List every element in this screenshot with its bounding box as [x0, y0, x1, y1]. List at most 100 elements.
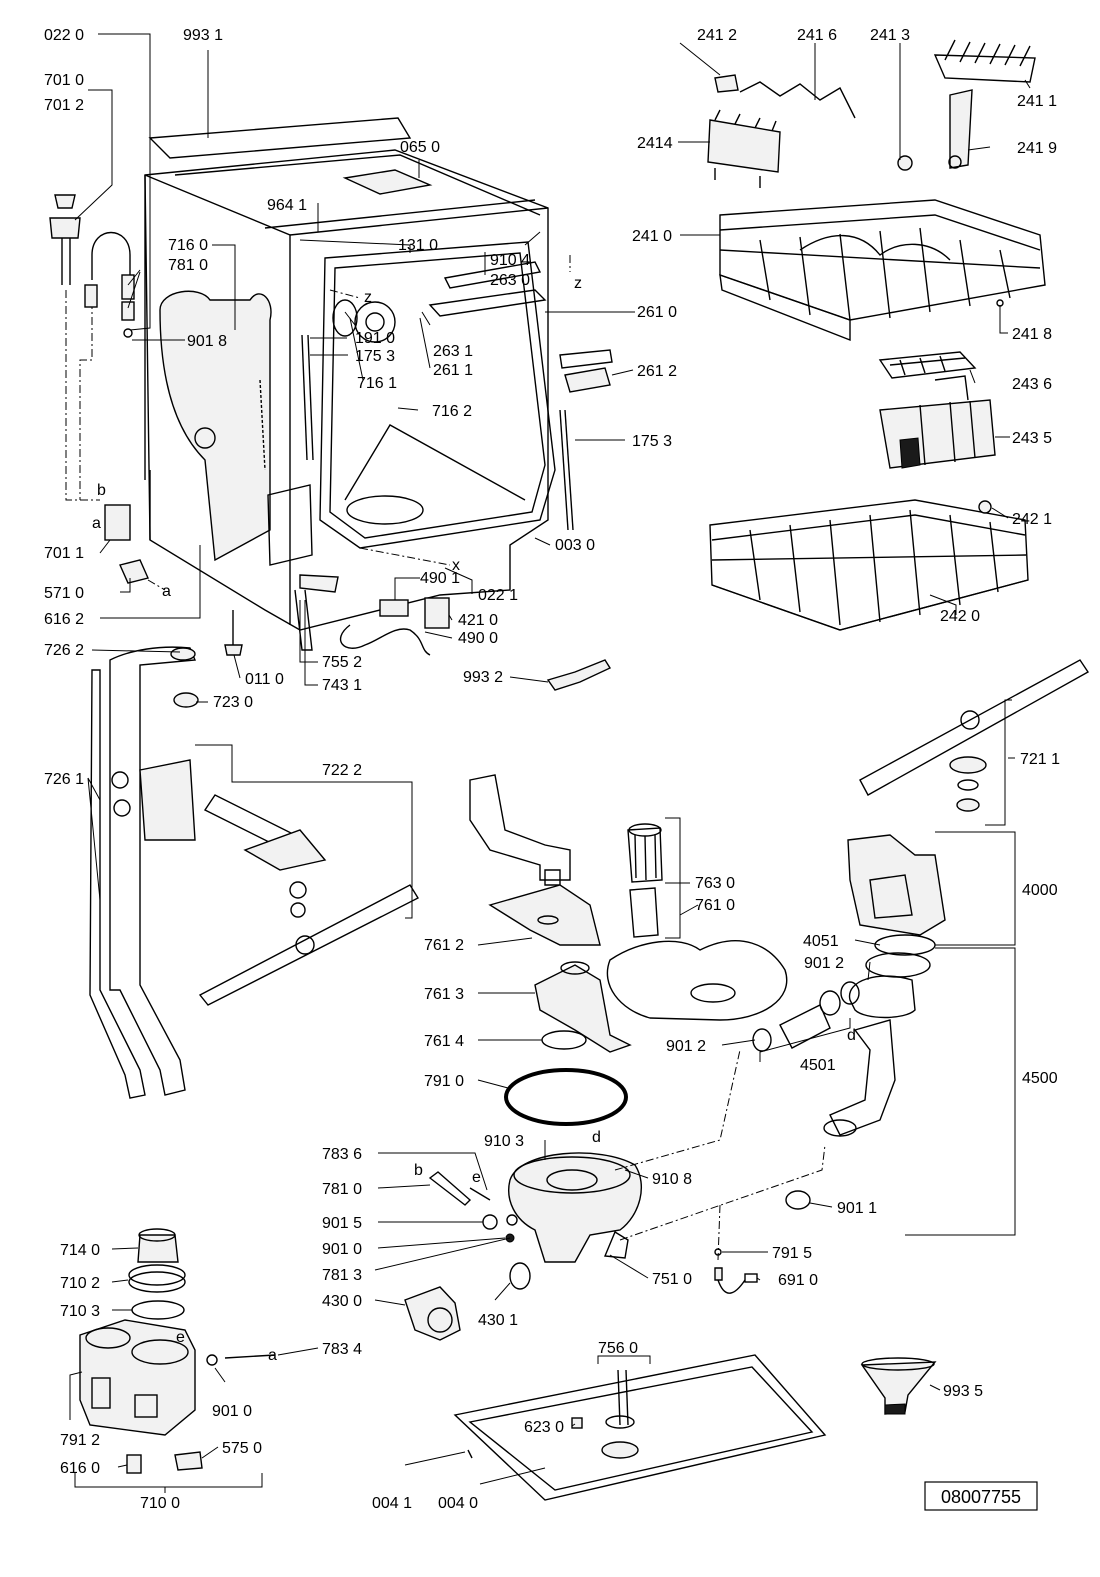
callout-label: 910 4 [490, 252, 530, 269]
callout-label: 710 3 [60, 1303, 100, 1320]
callout-label: 175 3 [355, 348, 395, 365]
tub-cabinet [144, 117, 613, 631]
callout-label: 701 1 [44, 545, 84, 562]
callout-label: 781 3 [322, 1267, 362, 1284]
callout-label: 263 1 [433, 343, 473, 360]
callout-label: 791 0 [424, 1073, 464, 1090]
callout-label: 901 5 [322, 1215, 362, 1232]
letter-a: a [162, 583, 171, 600]
base-plate [453, 1354, 827, 1501]
callout-label: 993 1 [183, 27, 223, 44]
callout-label: 430 1 [478, 1312, 518, 1329]
callout-label: 490 1 [420, 570, 460, 587]
callout-label: 716 1 [357, 375, 397, 392]
callout-label: 726 2 [44, 642, 84, 659]
callout-label: 761 3 [424, 986, 464, 1003]
callout-label: 691 0 [778, 1272, 818, 1289]
callout-label: 616 2 [44, 611, 84, 628]
callout-label: 726 1 [44, 771, 84, 788]
callout-label: 710 0 [140, 1495, 180, 1512]
upper-spray-arm [859, 659, 1090, 826]
letter-d: d [592, 1129, 601, 1146]
callout-label: 901 2 [666, 1038, 706, 1055]
letter-b: b [97, 482, 106, 499]
callout-label: 241 0 [632, 228, 672, 245]
callout-label: 761 0 [695, 897, 735, 914]
callout-label: 714 0 [60, 1242, 100, 1259]
callout-label: 761 4 [424, 1033, 464, 1050]
letter-b: b [414, 1162, 423, 1179]
callout-label: 4051 [803, 933, 839, 950]
callout-label: 241 2 [697, 27, 737, 44]
callout-label: 241 6 [797, 27, 837, 44]
callout-label: 421 0 [458, 612, 498, 629]
connection-letters: b a a z z x d d e b e a [92, 275, 856, 1364]
callout-label: 791 5 [772, 1245, 812, 1262]
callout-label: 901 1 [837, 1200, 877, 1217]
callout-label: 761 2 [424, 937, 464, 954]
callout-label: 4000 [1022, 882, 1058, 899]
callout-label: 263 0 [490, 272, 530, 289]
callout-label: 716 0 [168, 237, 208, 254]
letter-z: z [574, 275, 582, 292]
letter-a: a [92, 515, 101, 532]
callout-label: 901 8 [187, 333, 227, 350]
callout-label: 901 2 [804, 955, 844, 972]
callout-label: 701 2 [44, 97, 84, 114]
callout-label: 175 3 [632, 433, 672, 450]
callout-label: 755 2 [322, 654, 362, 671]
callout-label: 701 0 [44, 72, 84, 89]
callout-label: 910 3 [484, 1133, 524, 1150]
letter-e: e [176, 1329, 185, 1346]
callout-label: 241 3 [870, 27, 910, 44]
callout-label: 616 0 [60, 1460, 100, 1477]
upper-rack-parts [707, 39, 1046, 469]
callout-label: 003 0 [555, 537, 595, 554]
callout-label: 065 0 [400, 139, 440, 156]
callout-label: 623 0 [524, 1419, 564, 1436]
small-parts-center-left [224, 574, 612, 691]
callout-label: 241 8 [1012, 326, 1052, 343]
callout-label: 716 2 [432, 403, 472, 420]
drawing-number-box: 08007755 [924, 1481, 1038, 1511]
callout-label: 781 0 [168, 257, 208, 274]
letter-x: x [452, 557, 460, 574]
callout-label: 004 1 [372, 1495, 412, 1512]
callout-label: 964 1 [267, 197, 307, 214]
callout-label: 022 0 [44, 27, 84, 44]
leader-lines [69, 33, 1031, 1485]
callout-label: 011 0 [245, 671, 284, 688]
callout-labels: 022 0 993 1 701 0 701 2 065 0 964 1 716 … [44, 27, 1060, 1512]
callout-label: 241 9 [1017, 140, 1057, 157]
callout-label: 191 0 [355, 330, 395, 347]
callout-label: 575 0 [222, 1440, 262, 1457]
callout-label: 783 4 [322, 1341, 362, 1358]
callout-label: 004 0 [438, 1495, 478, 1512]
callout-label: 242 0 [940, 608, 980, 625]
callout-label: 710 2 [60, 1275, 100, 1292]
callout-label: 022 1 [478, 587, 518, 604]
callout-label: 791 2 [60, 1432, 100, 1449]
callout-label: 993 2 [463, 669, 503, 686]
callout-label: 430 0 [322, 1293, 362, 1310]
callout-label: 243 6 [1012, 376, 1052, 393]
left-hose-parts [49, 194, 166, 591]
callout-label: 261 2 [637, 363, 677, 380]
callout-label: 241 1 [1017, 93, 1057, 110]
callout-label: 781 0 [322, 1181, 362, 1198]
callout-label: 910 8 [652, 1171, 692, 1188]
letter-z: z [364, 289, 372, 306]
callout-label: 2414 [637, 135, 673, 152]
callout-label: 722 2 [322, 762, 362, 779]
callout-label: 756 0 [598, 1340, 638, 1357]
callout-label: 243 5 [1012, 430, 1052, 447]
callout-label: 571 0 [44, 585, 84, 602]
callout-label: 721 1 [1020, 751, 1060, 768]
callout-label: 901 0 [212, 1403, 252, 1420]
sump-assembly [404, 774, 1016, 1341]
callout-label: 993 5 [943, 1383, 983, 1400]
callout-label: 723 0 [213, 694, 253, 711]
letter-a: a [268, 1347, 277, 1364]
callout-label: 751 0 [652, 1271, 692, 1288]
